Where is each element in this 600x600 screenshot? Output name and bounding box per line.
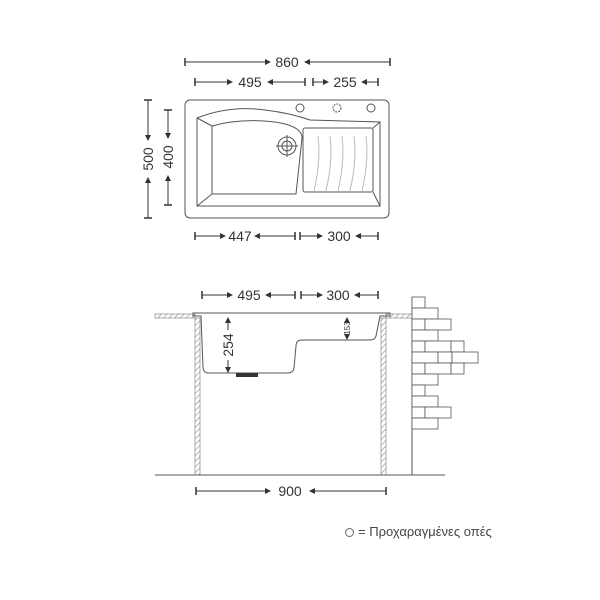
dimension-495: 495 xyxy=(194,74,306,90)
overall-depth-label: 500 xyxy=(140,147,156,171)
legend-text: = Προχαραγμένες οπές xyxy=(358,524,492,539)
dimension-400: 400 xyxy=(160,109,176,206)
drain-outlet xyxy=(236,373,258,377)
tap-hole-icon xyxy=(366,103,376,113)
sink-profile xyxy=(192,312,391,374)
dimension-153: 153 xyxy=(343,317,352,340)
drainer-board xyxy=(302,127,374,193)
dimension-447: 447 xyxy=(194,228,296,244)
dimension-300: 300 xyxy=(299,228,379,244)
cabinet-width-label: 900 xyxy=(278,483,302,499)
sink-rim xyxy=(196,108,381,207)
circle-icon xyxy=(345,528,354,538)
dimension-860: 860 xyxy=(184,54,391,70)
side-drainer-width-label: 300 xyxy=(326,287,350,303)
cabinet-wall-left xyxy=(194,317,201,476)
overall-width-label: 860 xyxy=(275,54,299,70)
bottom-drainer-width-label: 300 xyxy=(327,228,351,244)
bowl-outline xyxy=(211,120,303,195)
bottom-bowl-width-label: 447 xyxy=(228,228,252,244)
side-bowl-width-label: 495 xyxy=(237,287,261,303)
sink-outline xyxy=(184,99,390,219)
bowl-depth-label: 254 xyxy=(220,333,236,357)
dimension-900: 900 xyxy=(195,483,387,499)
countertop-left xyxy=(154,313,196,319)
dimension-255: 255 xyxy=(312,74,379,90)
side-view: 495 300 254 153 xyxy=(154,287,479,499)
top-view: 860 495 255 500 400 xyxy=(140,54,391,244)
dimension-495-side: 495 xyxy=(201,287,296,303)
tap-hole-icon xyxy=(295,103,305,113)
inner-depth-label: 400 xyxy=(160,145,176,169)
legend: = Προχαραγμένες οπές xyxy=(345,524,492,539)
brick-wall xyxy=(411,296,479,430)
bowl-width-label: 495 xyxy=(238,74,262,90)
drainer-grooves xyxy=(313,135,368,192)
tap-hole-icon xyxy=(332,103,342,113)
drainer-depth-label: 153 xyxy=(343,321,352,335)
cabinet-wall-right xyxy=(380,317,387,476)
dimension-254: 254 xyxy=(220,317,236,373)
drainer-width-label: 255 xyxy=(333,74,357,90)
dimension-300-side: 300 xyxy=(300,287,379,303)
dimension-500: 500 xyxy=(140,99,156,219)
drain-icon xyxy=(276,135,298,157)
